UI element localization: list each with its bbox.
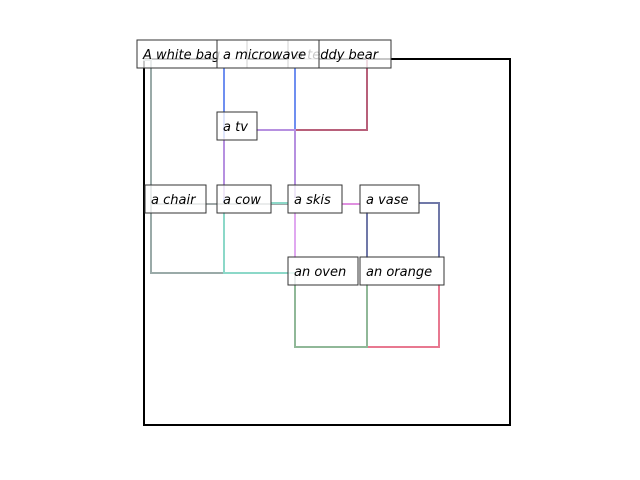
node-box xyxy=(359,184,420,214)
edge-vase-orange xyxy=(419,202,440,258)
nodes: A white bag a teddy bear a microwave a t… xyxy=(136,39,445,286)
node-box xyxy=(359,256,445,286)
node-label: a tv xyxy=(223,120,248,135)
node-tv[interactable]: a tv xyxy=(216,111,258,141)
node-box xyxy=(216,39,320,69)
node-vase[interactable]: a vase xyxy=(359,184,420,214)
node-chair[interactable]: a chair xyxy=(144,184,207,214)
node-label: A white bag xyxy=(142,48,220,63)
edge-orange-oven xyxy=(367,284,440,348)
node-label: a cow xyxy=(223,193,261,208)
node-box xyxy=(144,184,207,214)
node-label: an oven xyxy=(294,265,346,280)
node-label: an orange xyxy=(366,265,432,280)
edge-cow-oven xyxy=(223,212,295,274)
edge-teddybear-tv xyxy=(256,58,368,131)
node-label: a vase xyxy=(366,193,409,208)
node-box xyxy=(216,111,258,141)
node-orange[interactable]: an orange xyxy=(359,256,445,286)
node-label: a skis xyxy=(294,193,331,208)
node-box xyxy=(216,184,272,214)
diagram-frame xyxy=(143,58,511,426)
edges xyxy=(143,58,440,348)
node-oven[interactable]: an oven xyxy=(287,256,359,286)
node-box xyxy=(287,184,343,214)
edge-oven-down xyxy=(294,284,368,348)
node-box xyxy=(287,256,359,286)
edge-tv-skis xyxy=(256,129,296,198)
node-label: a chair xyxy=(151,193,197,208)
node-cow[interactable]: a cow xyxy=(216,184,272,214)
node-skis[interactable]: a skis xyxy=(287,184,343,214)
node-microwave[interactable]: a microwave xyxy=(216,39,320,69)
node-label: a microwave xyxy=(223,48,306,63)
